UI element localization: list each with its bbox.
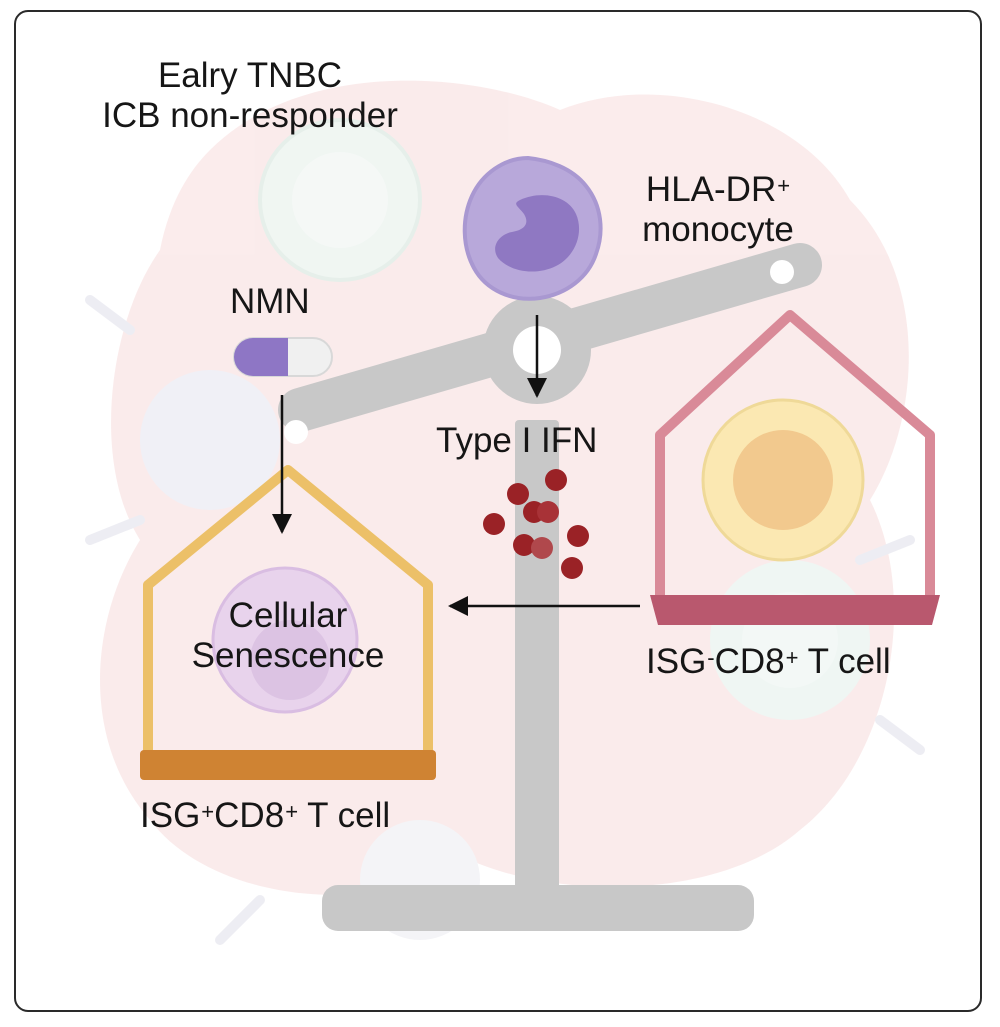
nmn-label: NMN xyxy=(230,282,310,321)
right-pan xyxy=(650,310,940,625)
left-pan xyxy=(140,465,436,780)
capsule-icon xyxy=(233,337,333,377)
isg-negative-tcell-label: ISG-CD8+ T cell xyxy=(646,642,891,681)
title-label: Ealry TNBC ICB non-responder xyxy=(102,56,398,135)
senescence-label: Cellular Senescence xyxy=(191,596,385,675)
isg-positive-tcell-label: ISG+CD8+ T cell xyxy=(140,796,391,835)
cytokine-dots-icon xyxy=(483,469,589,579)
ifn-label: Type I IFN xyxy=(436,421,598,460)
monocyte-cell-icon xyxy=(462,155,603,301)
monocyte-label: HLA-DR+ monocyte xyxy=(642,170,794,249)
